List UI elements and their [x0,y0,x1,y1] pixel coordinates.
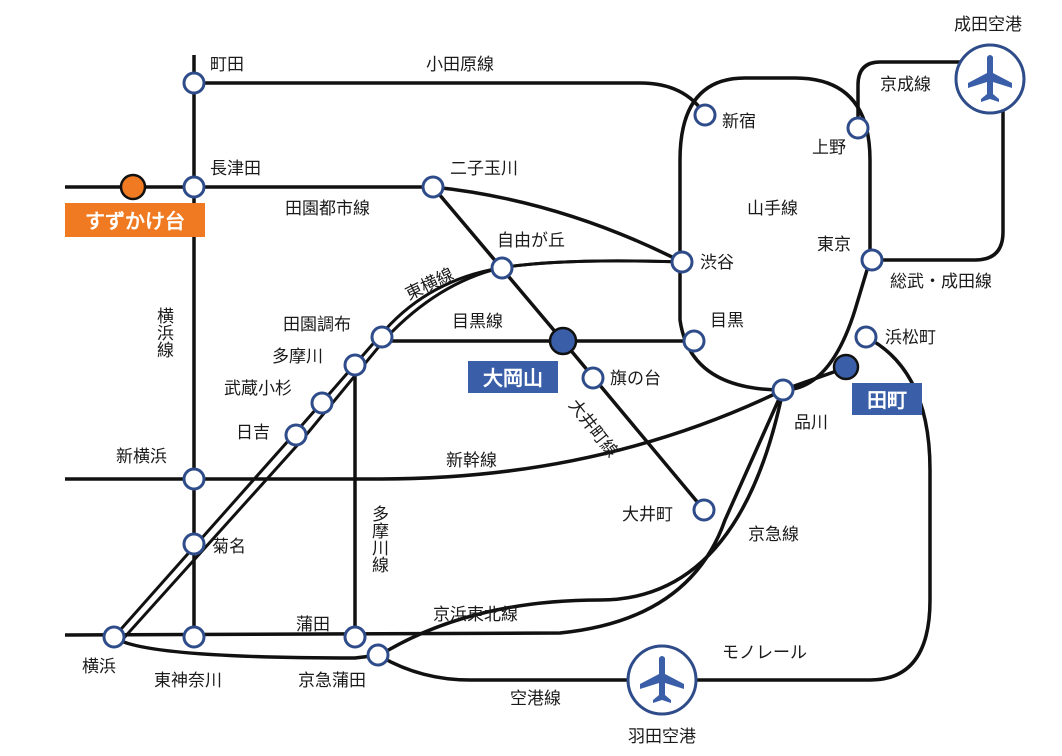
sobu-narita-line-label: 総武・成田線 [890,272,992,292]
keisei-line-label: 京成線 [880,75,931,95]
station-tokyo[interactable] [860,248,884,272]
oimachi-line-label: 大井町線 [564,396,622,462]
tamagawa-label: 多摩川 [272,347,323,367]
keikyu-line-label: 京急線 [748,525,799,545]
narita-airport-label: 成田空港 [954,15,1022,35]
yokohama-label: 横浜 [82,657,116,677]
suzukakedai-badge-bg [65,203,205,237]
kikuna-label: 菊名 [212,537,246,557]
machida-label: 町田 [210,55,244,75]
station-hamamatsucho[interactable] [854,325,878,349]
suzukakedai-badge: すずかけ台 [65,203,205,237]
monorail-line [696,335,932,682]
shinagawa-label: 品川 [794,413,828,433]
monorail-line-label: モノレール [722,643,807,663]
meguro-label: 目黒 [710,311,744,331]
keisei-line [856,60,960,128]
airplane-icon [640,656,684,703]
keikyu-line [112,389,785,660]
station-higashikanagawa[interactable] [182,625,206,649]
station-nagatsuta[interactable] [182,175,206,199]
tamachi-badge: 田町 [852,383,922,415]
station-ueno[interactable] [846,116,870,140]
kamata-label: 蒲田 [296,615,330,635]
station-suzukakedai[interactable] [119,173,147,201]
tamachi-label: 田町 [867,388,907,412]
ookayama-badge-bg [468,361,558,393]
kuko-line [377,653,628,682]
station-denenchofu[interactable] [370,325,394,349]
ueno-label: 上野 [812,138,846,158]
yamanote-line-label: 山手線 [747,199,798,219]
haneda-airport-label: 羽田空港 [628,727,696,747]
station-tamachi[interactable] [832,353,860,381]
station-musashikosugi[interactable] [310,391,334,415]
hatanodai-label: 旗の台 [610,369,661,389]
jiyugaoka-label: 自由が丘 [497,231,565,251]
station-meguro[interactable] [682,329,706,353]
stations [102,71,884,667]
haneda-airport: 羽田空港 [626,644,698,747]
hiyoshi-label: 日吉 [236,423,270,443]
meguro-line-label: 目黒線 [452,312,503,332]
keihintohoku-line [64,389,785,637]
narita-airport: 成田空港 [954,15,1026,115]
ookayama-label: 大岡山 [483,366,543,390]
station-shinagawa[interactable] [771,378,795,402]
oimachi-label: 大井町 [622,505,673,525]
ookayama-badge: 大岡山 [468,361,558,393]
tokyo-label: 東京 [817,235,851,255]
station-yokohama[interactable] [102,625,126,649]
odakyu-line [194,81,707,116]
shinjuku-label: 新宿 [722,112,756,132]
station-hatanodai[interactable] [581,366,605,390]
station-oimachi[interactable] [692,498,716,522]
denentoshi-line [65,185,683,264]
station-futakotamagawa[interactable] [421,175,445,199]
station-machida[interactable] [182,71,206,95]
futakotamagawa-label: 二子玉川 [450,159,518,179]
yokohama-line-label: 横浜線 [153,307,174,358]
suzukakedai-label: すずかけ台 [85,209,185,233]
station-shinyokohama[interactable] [182,467,206,491]
musashikosugi-label: 武蔵小杉 [224,379,292,399]
station-kikuna[interactable] [182,532,206,556]
kuko-line-label: 空港線 [510,689,561,709]
odakyu-line-label: 小田原線 [426,55,494,75]
shinkansen-line-label: 新幹線 [446,450,497,471]
station-hiyoshi[interactable] [284,423,308,447]
station-keikyukamata[interactable] [366,643,390,667]
station-kamata[interactable] [343,625,367,649]
hamamatsucho-label: 浜松町 [885,328,936,348]
tamagawa-line-label: 多摩川線 [368,505,389,573]
keihintohoku-line-label: 京浜東北線 [433,605,518,625]
keikyukamata-label: 京急蒲田 [298,671,366,691]
station-tamagawa[interactable] [343,353,367,377]
station-ookayama[interactable] [548,326,578,356]
airplane-icon [968,55,1012,102]
station-shibuya[interactable] [670,250,694,274]
station-labels: 町田 長津田 二子玉川 自由が丘 田園調布 多摩川 武蔵小杉 日吉 新横浜 菊名… [82,55,936,691]
shinyokohama-label: 新横浜 [116,447,167,467]
denenchofu-label: 田園調布 [283,315,351,335]
shinkansen-line [65,388,784,481]
station-shinjuku[interactable] [693,103,717,127]
nagatsuta-label: 長津田 [210,159,261,179]
denentoshi-line-label: 田園都市線 [285,199,370,219]
shibuya-label: 渋谷 [700,253,734,273]
tamachi-badge-bg [852,383,922,415]
higashikanagawa-label: 東神奈川 [154,671,222,691]
station-jiyugaoka[interactable] [490,256,514,280]
sobu-narita-line [872,110,1005,262]
